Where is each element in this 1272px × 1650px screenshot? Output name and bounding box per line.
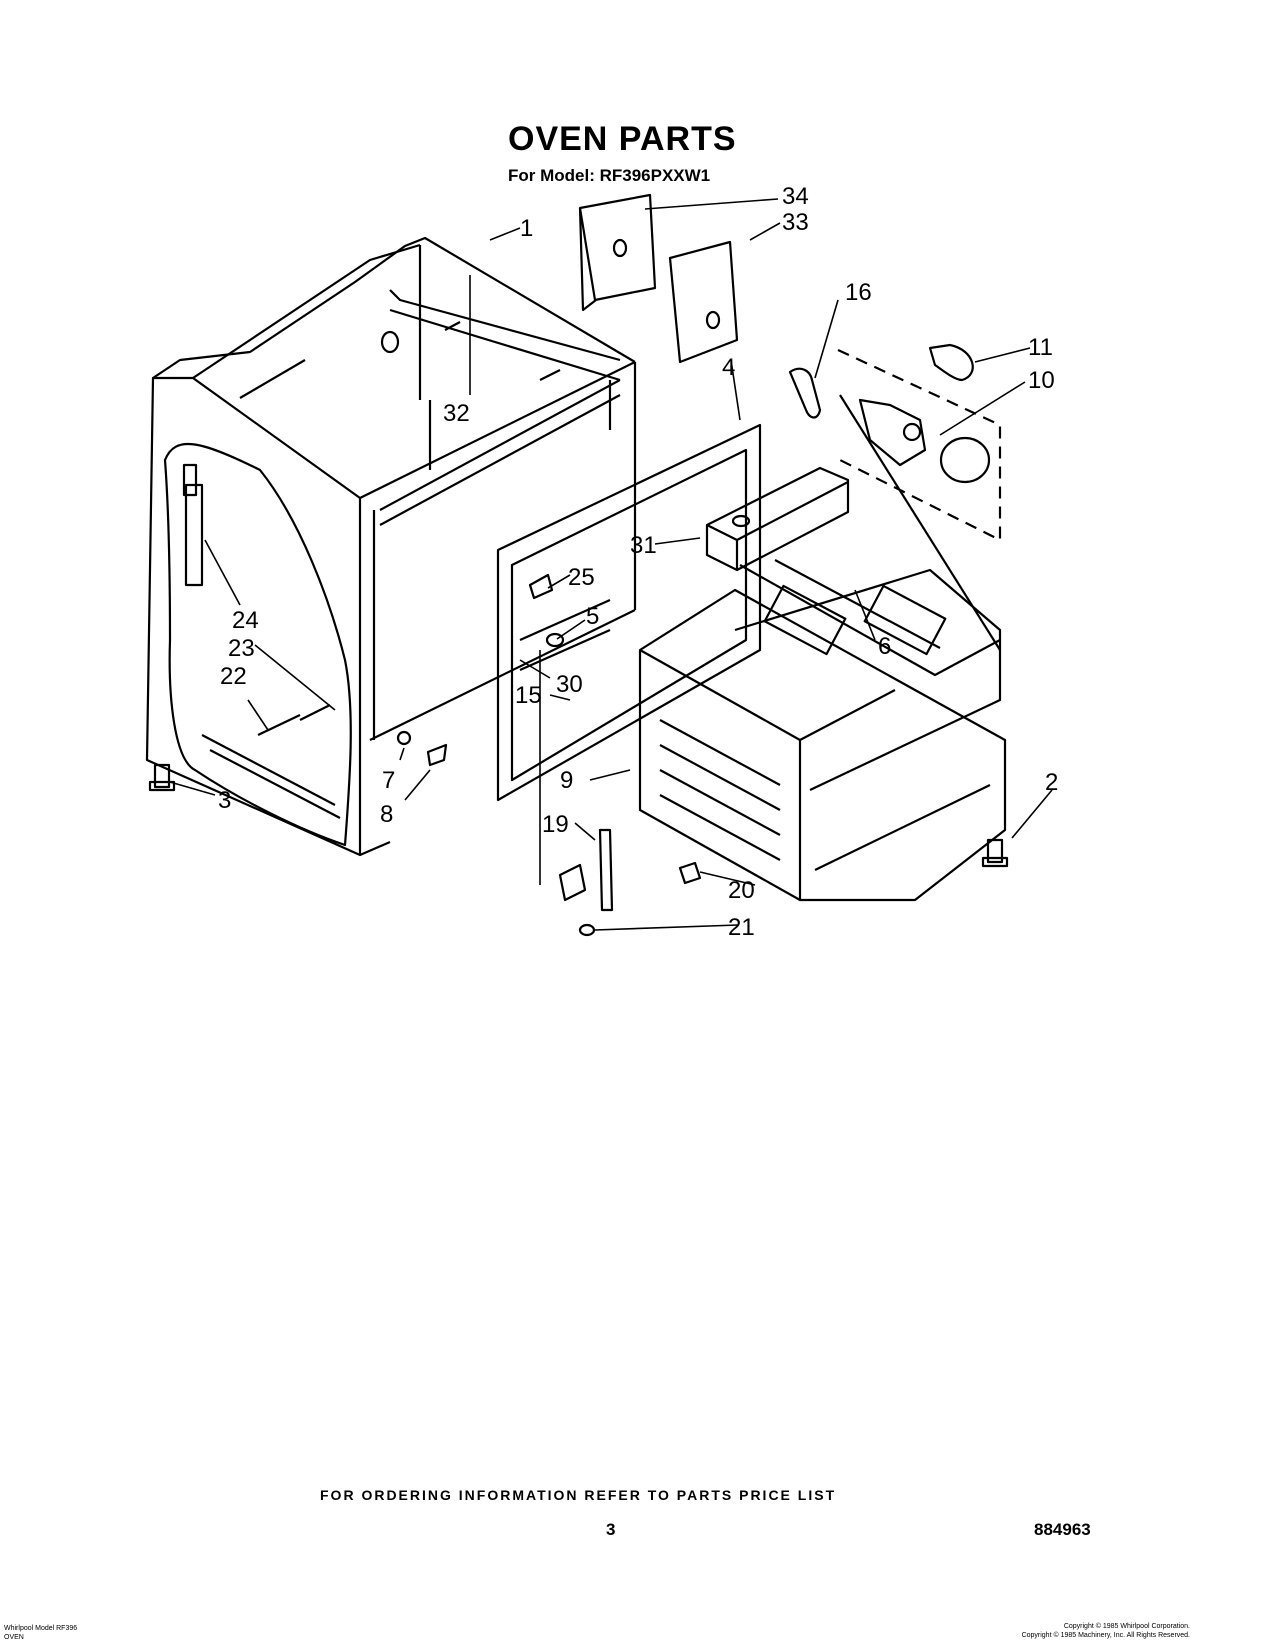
callout-1: 1 (520, 215, 533, 242)
bracket-33 (668, 240, 739, 364)
oven-box-part (638, 559, 1007, 902)
nut-7 (396, 730, 412, 746)
light-assembly-10 (837, 349, 1002, 651)
footer-small-left-line1: Whirlpool Model RF396 (4, 1625, 78, 1632)
leveling-leg-3 (148, 763, 176, 792)
callout-10: 10 (1028, 367, 1055, 394)
callout-11: 11 (1028, 334, 1053, 361)
callout-9: 9 (560, 767, 573, 794)
page-title: OVEN PARTS (508, 120, 737, 158)
callout-3: 3 (218, 787, 231, 814)
leveling-leg-2 (981, 838, 1009, 868)
page-number: 3 (606, 1520, 616, 1539)
callout-6: 6 (878, 633, 891, 660)
callout-23: 23 (228, 635, 255, 662)
part-5 (545, 632, 565, 648)
callout-33: 33 (782, 209, 809, 236)
callout-labels: 34 33 1 16 11 10 4 32 31 25 5 24 23 22 6… (218, 183, 1058, 941)
callout-5: 5 (586, 603, 599, 630)
callout-25: 25 (568, 564, 595, 591)
callout-30: 30 (556, 671, 583, 698)
callout-34: 34 (782, 183, 809, 210)
part-23 (299, 704, 331, 721)
callout-31: 31 (630, 532, 657, 559)
footer-small-left-line2: OVEN (4, 1634, 24, 1641)
bracket-19b (558, 863, 587, 902)
ordering-note: FOR ORDERING INFORMATION REFER TO PARTS … (320, 1487, 837, 1503)
callout-21: 21 (728, 914, 755, 941)
bracket-19 (598, 828, 614, 912)
copyright-line1: Copyright © 1985 Whirlpool Corporation. (1063, 1623, 1190, 1630)
heat-shield-34 (578, 193, 657, 312)
oven-body-part (145, 236, 637, 857)
callout-4: 4 (722, 354, 735, 381)
clip-8 (426, 743, 448, 767)
callout-7: 7 (382, 767, 395, 794)
nut-21 (578, 923, 596, 937)
callout-20: 20 (728, 877, 755, 904)
light-bulb-11 (928, 343, 974, 382)
callout-2: 2 (1045, 769, 1058, 796)
screw-20 (678, 861, 702, 885)
front-frame-part (496, 423, 762, 802)
callout-24: 24 (232, 607, 259, 634)
tube-16 (788, 367, 822, 419)
leader-lines (169, 198, 1053, 931)
copyright-line2: Copyright © 1985 Machinery, Inc. All Rig… (1021, 1632, 1190, 1639)
document-number: 884963 (1034, 1520, 1091, 1539)
part-22 (257, 714, 301, 736)
footer-small-left: Whirlpool Model RF396 OVEN (4, 1624, 77, 1642)
callout-8: 8 (380, 801, 393, 828)
callout-32: 32 (443, 400, 470, 427)
part-25 (528, 573, 554, 600)
callout-15: 15 (515, 682, 542, 709)
copyright-block: Copyright © 1985 Whirlpool Corporation. … (980, 1622, 1190, 1640)
callout-16: 16 (845, 279, 872, 306)
callout-19: 19 (542, 811, 569, 838)
burner-box-part (705, 466, 850, 572)
callout-22: 22 (220, 663, 247, 690)
model-subtitle: For Model: RF396PXXW1 (508, 166, 711, 185)
